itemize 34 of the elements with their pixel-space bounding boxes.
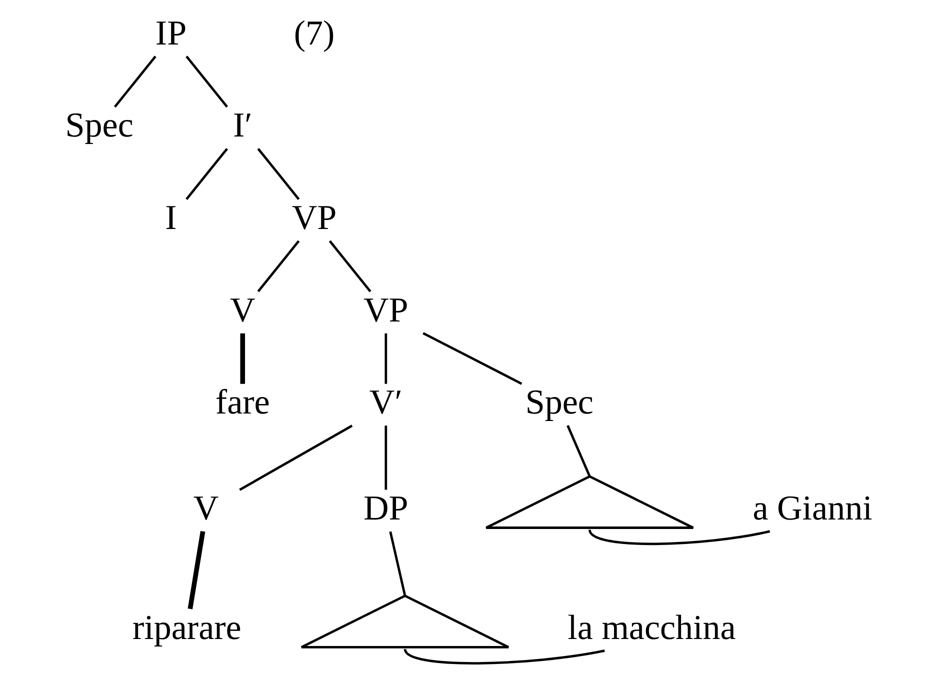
connector xyxy=(328,240,372,292)
node-text: fare xyxy=(215,382,270,422)
connector xyxy=(186,148,228,200)
node-text: I′ xyxy=(232,106,252,145)
connector xyxy=(384,426,388,490)
connector xyxy=(257,148,300,200)
connector xyxy=(114,56,156,108)
connector xyxy=(240,333,246,384)
label: (7) xyxy=(294,13,335,52)
connector xyxy=(588,529,770,546)
node-text: I xyxy=(165,198,177,238)
node-text: VP xyxy=(364,290,408,330)
node-text: IP xyxy=(155,13,187,52)
connector xyxy=(422,332,522,385)
node-triangle xyxy=(485,475,694,529)
connector xyxy=(257,240,300,292)
connector xyxy=(404,648,605,664)
connector xyxy=(384,333,388,384)
node-text: la macchina xyxy=(568,608,736,647)
connector xyxy=(566,425,591,477)
node-text: riparare xyxy=(132,608,242,647)
node-text: V′ xyxy=(369,382,402,422)
connector xyxy=(239,424,353,491)
node-text: V xyxy=(230,290,256,330)
node-text: VP xyxy=(292,198,337,238)
node-text: DP xyxy=(364,488,408,528)
node-text: Spec xyxy=(65,106,134,145)
node-text: V xyxy=(193,488,219,528)
node-text: Spec xyxy=(525,382,594,422)
node-triangle xyxy=(300,594,510,648)
connector xyxy=(186,56,228,108)
connector xyxy=(389,531,406,596)
node-text: a Gianni xyxy=(752,488,872,528)
connector xyxy=(188,531,206,610)
